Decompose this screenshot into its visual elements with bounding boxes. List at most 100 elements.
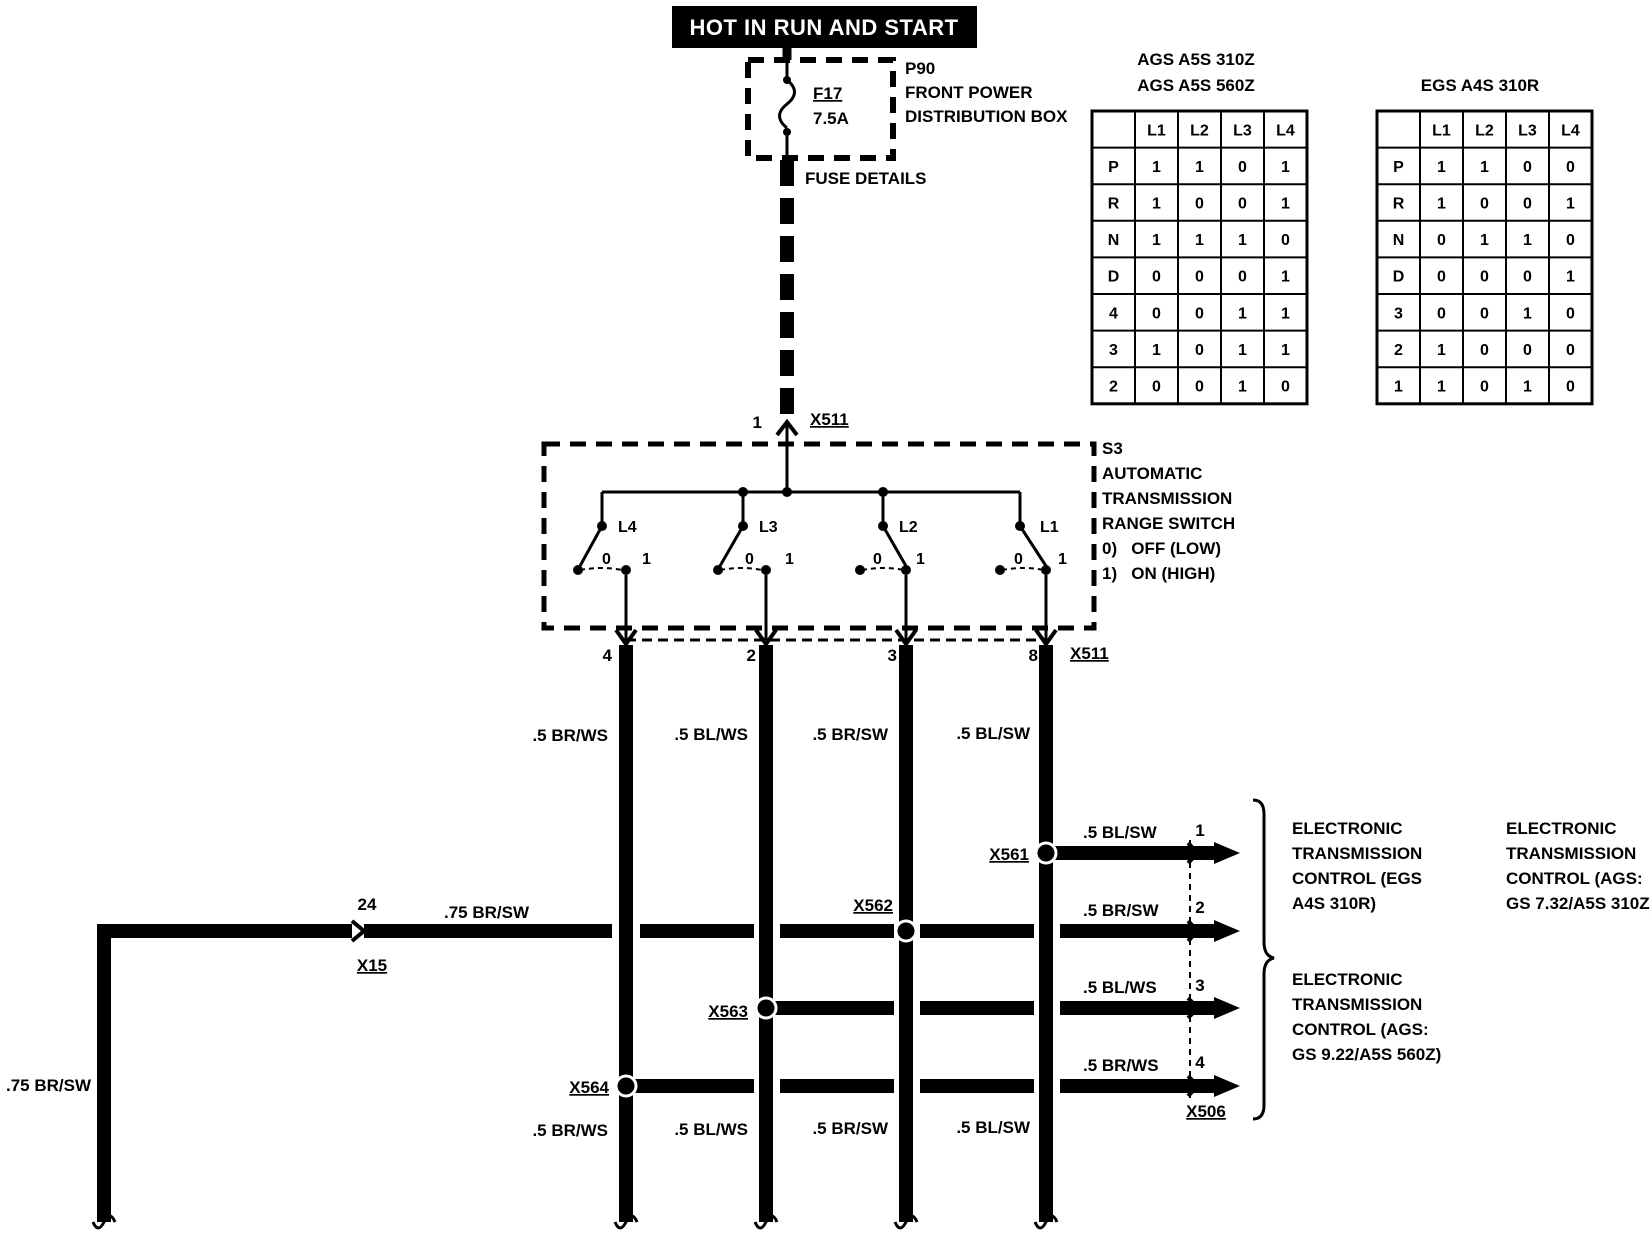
table-ags-cell: 1: [1152, 196, 1161, 213]
contact-l3-on-label: 1: [785, 551, 794, 568]
x506-pin3-mark: [1186, 996, 1201, 1020]
output-wire-2: .5 BR/SW: [1083, 901, 1160, 920]
splice-x561-label: X561: [989, 845, 1029, 864]
wire-label-upper-3: .5 BR/SW: [812, 725, 889, 744]
contact-l1-off-label: 0: [1014, 551, 1023, 568]
x511-bottom-name: X511: [1070, 644, 1109, 663]
table-ags-cell: P: [1108, 159, 1119, 176]
contact-l4-label: L4: [618, 519, 637, 536]
splice-x561: [1034, 841, 1058, 865]
table-ags-cell: 0: [1152, 269, 1161, 286]
table-ags-cell: 1: [1281, 342, 1290, 359]
output-wire-4: .5 BR/WS: [1083, 1056, 1159, 1075]
range-switch-outline: [541, 441, 1097, 631]
wire-break-l3: [753, 1214, 779, 1230]
wire-label-lower-4: .5 BL/SW: [956, 1118, 1031, 1137]
table-ags-header-cell: L2: [1190, 122, 1209, 139]
table-egs-header-cell: L2: [1475, 122, 1494, 139]
power-banner: [672, 6, 977, 48]
table-egs-cell: 1: [1394, 379, 1403, 396]
contact-l4-blade: [578, 525, 604, 567]
contact-l3-on-terminal: [761, 565, 771, 575]
table-ags-cell: 0: [1152, 379, 1161, 396]
table-egs-cell: 1: [1566, 269, 1575, 286]
control-module-brace: [1252, 798, 1275, 1121]
contact-l1-off-terminal: [995, 565, 1005, 575]
contact-l4-on-label: 1: [642, 551, 651, 568]
table-ags-cell: 0: [1195, 305, 1204, 322]
table-ags-header-cell: L3: [1233, 122, 1252, 139]
contact-l4-off-label: 0: [602, 551, 611, 568]
table-egs-cell: 1: [1523, 305, 1532, 322]
table-egs-cell: 0: [1480, 342, 1489, 359]
ags-gs732-line-2: TRANSMISSION: [1506, 844, 1636, 863]
table-ags-cell: 1: [1152, 232, 1161, 249]
output-wire-1: .5 BL/SW: [1083, 823, 1158, 842]
output-pin-3: 3: [1195, 976, 1204, 995]
contact-l1-label: L1: [1040, 519, 1059, 536]
table-ags-cell: 0: [1281, 379, 1290, 396]
contact-l3-off-label: 0: [745, 551, 754, 568]
table-egs-header-cell: L1: [1432, 122, 1451, 139]
table-egs-cell: 0: [1480, 305, 1489, 322]
x511-pin4-mark: [614, 628, 638, 648]
x15-name: X15: [357, 956, 387, 975]
switch-line-1: S3: [1102, 439, 1123, 458]
wire-break-l1: [1033, 1214, 1059, 1230]
ags-gs922-line-1: ELECTRONIC: [1292, 970, 1403, 989]
wire-break-l2: [893, 1214, 919, 1230]
switch-line-2: AUTOMATIC: [1102, 464, 1202, 483]
contact-l2-off-label: 0: [873, 551, 882, 568]
splice-x562: [894, 919, 918, 943]
output-wire-3: .5 BL/WS: [1083, 978, 1157, 997]
table-ags-cell: 0: [1195, 379, 1204, 396]
switch-line-6: 1) ON (HIGH): [1102, 564, 1215, 583]
ags-gs732-line-4: GS 7.32/A5S 310Z): [1506, 894, 1650, 913]
wire-label-lower-2: .5 BL/WS: [674, 1120, 748, 1139]
table-egs-cell: 1: [1480, 232, 1489, 249]
contact-l1-blade: [1018, 525, 1048, 567]
x511-pin2-mark: [754, 628, 778, 648]
left-feed-break: [91, 1214, 117, 1230]
x15-pin: 24: [358, 895, 377, 914]
contact-l2-off-terminal: [855, 565, 865, 575]
output-pin-1: 1: [1195, 821, 1204, 840]
table-ags-header-cell: L4: [1276, 122, 1295, 139]
fuse-terminal-top: [783, 76, 791, 84]
table-ags-cell: N: [1108, 232, 1120, 249]
table-egs-cell: 0: [1566, 159, 1575, 176]
table-egs-cell: 0: [1437, 232, 1446, 249]
splice-x564: [614, 1074, 638, 1098]
table-ags-title-1: AGS A5S 310Z: [1137, 50, 1254, 69]
x511-top-connector-mark: [775, 418, 799, 437]
x506-pin2-mark: [1186, 919, 1201, 943]
table-egs-cell: 0: [1480, 379, 1489, 396]
power-banner-text: HOT IN RUN AND START: [689, 15, 958, 40]
table-ags-cell: 0: [1195, 196, 1204, 213]
switch-line-4: RANGE SWITCH: [1102, 514, 1235, 533]
table-ags-cell: 1: [1281, 196, 1290, 213]
contact-l3-throw: [719, 567, 763, 571]
x511-pin-8: 8: [1029, 646, 1038, 665]
table-egs-cell: 1: [1566, 196, 1575, 213]
x506-name: X506: [1186, 1102, 1226, 1121]
table-egs-cell: 1: [1523, 379, 1532, 396]
table-ags-cell: 1: [1238, 305, 1247, 322]
ags-gs922-line-2: TRANSMISSION: [1292, 995, 1422, 1014]
output-arrow-1: [1214, 842, 1240, 864]
table-egs-cell: N: [1393, 232, 1405, 249]
contact-l3-blade: [718, 525, 745, 567]
table-egs-cell: 0: [1566, 342, 1575, 359]
fuse-rating: 7.5A: [813, 109, 849, 128]
ags-gs732-line-1: ELECTRONIC: [1506, 819, 1617, 838]
contact-l2-blade: [881, 525, 908, 567]
x511-pin-4: 4: [603, 646, 613, 665]
table-ags-cell: 1: [1238, 232, 1247, 249]
table-egs-header-cell: L4: [1561, 122, 1580, 139]
table-ags-cell: 1: [1152, 159, 1161, 176]
table-ags-cell: 0: [1238, 269, 1247, 286]
x511-pin-3: 3: [888, 646, 897, 665]
contact-l2-on-terminal: [901, 565, 911, 575]
